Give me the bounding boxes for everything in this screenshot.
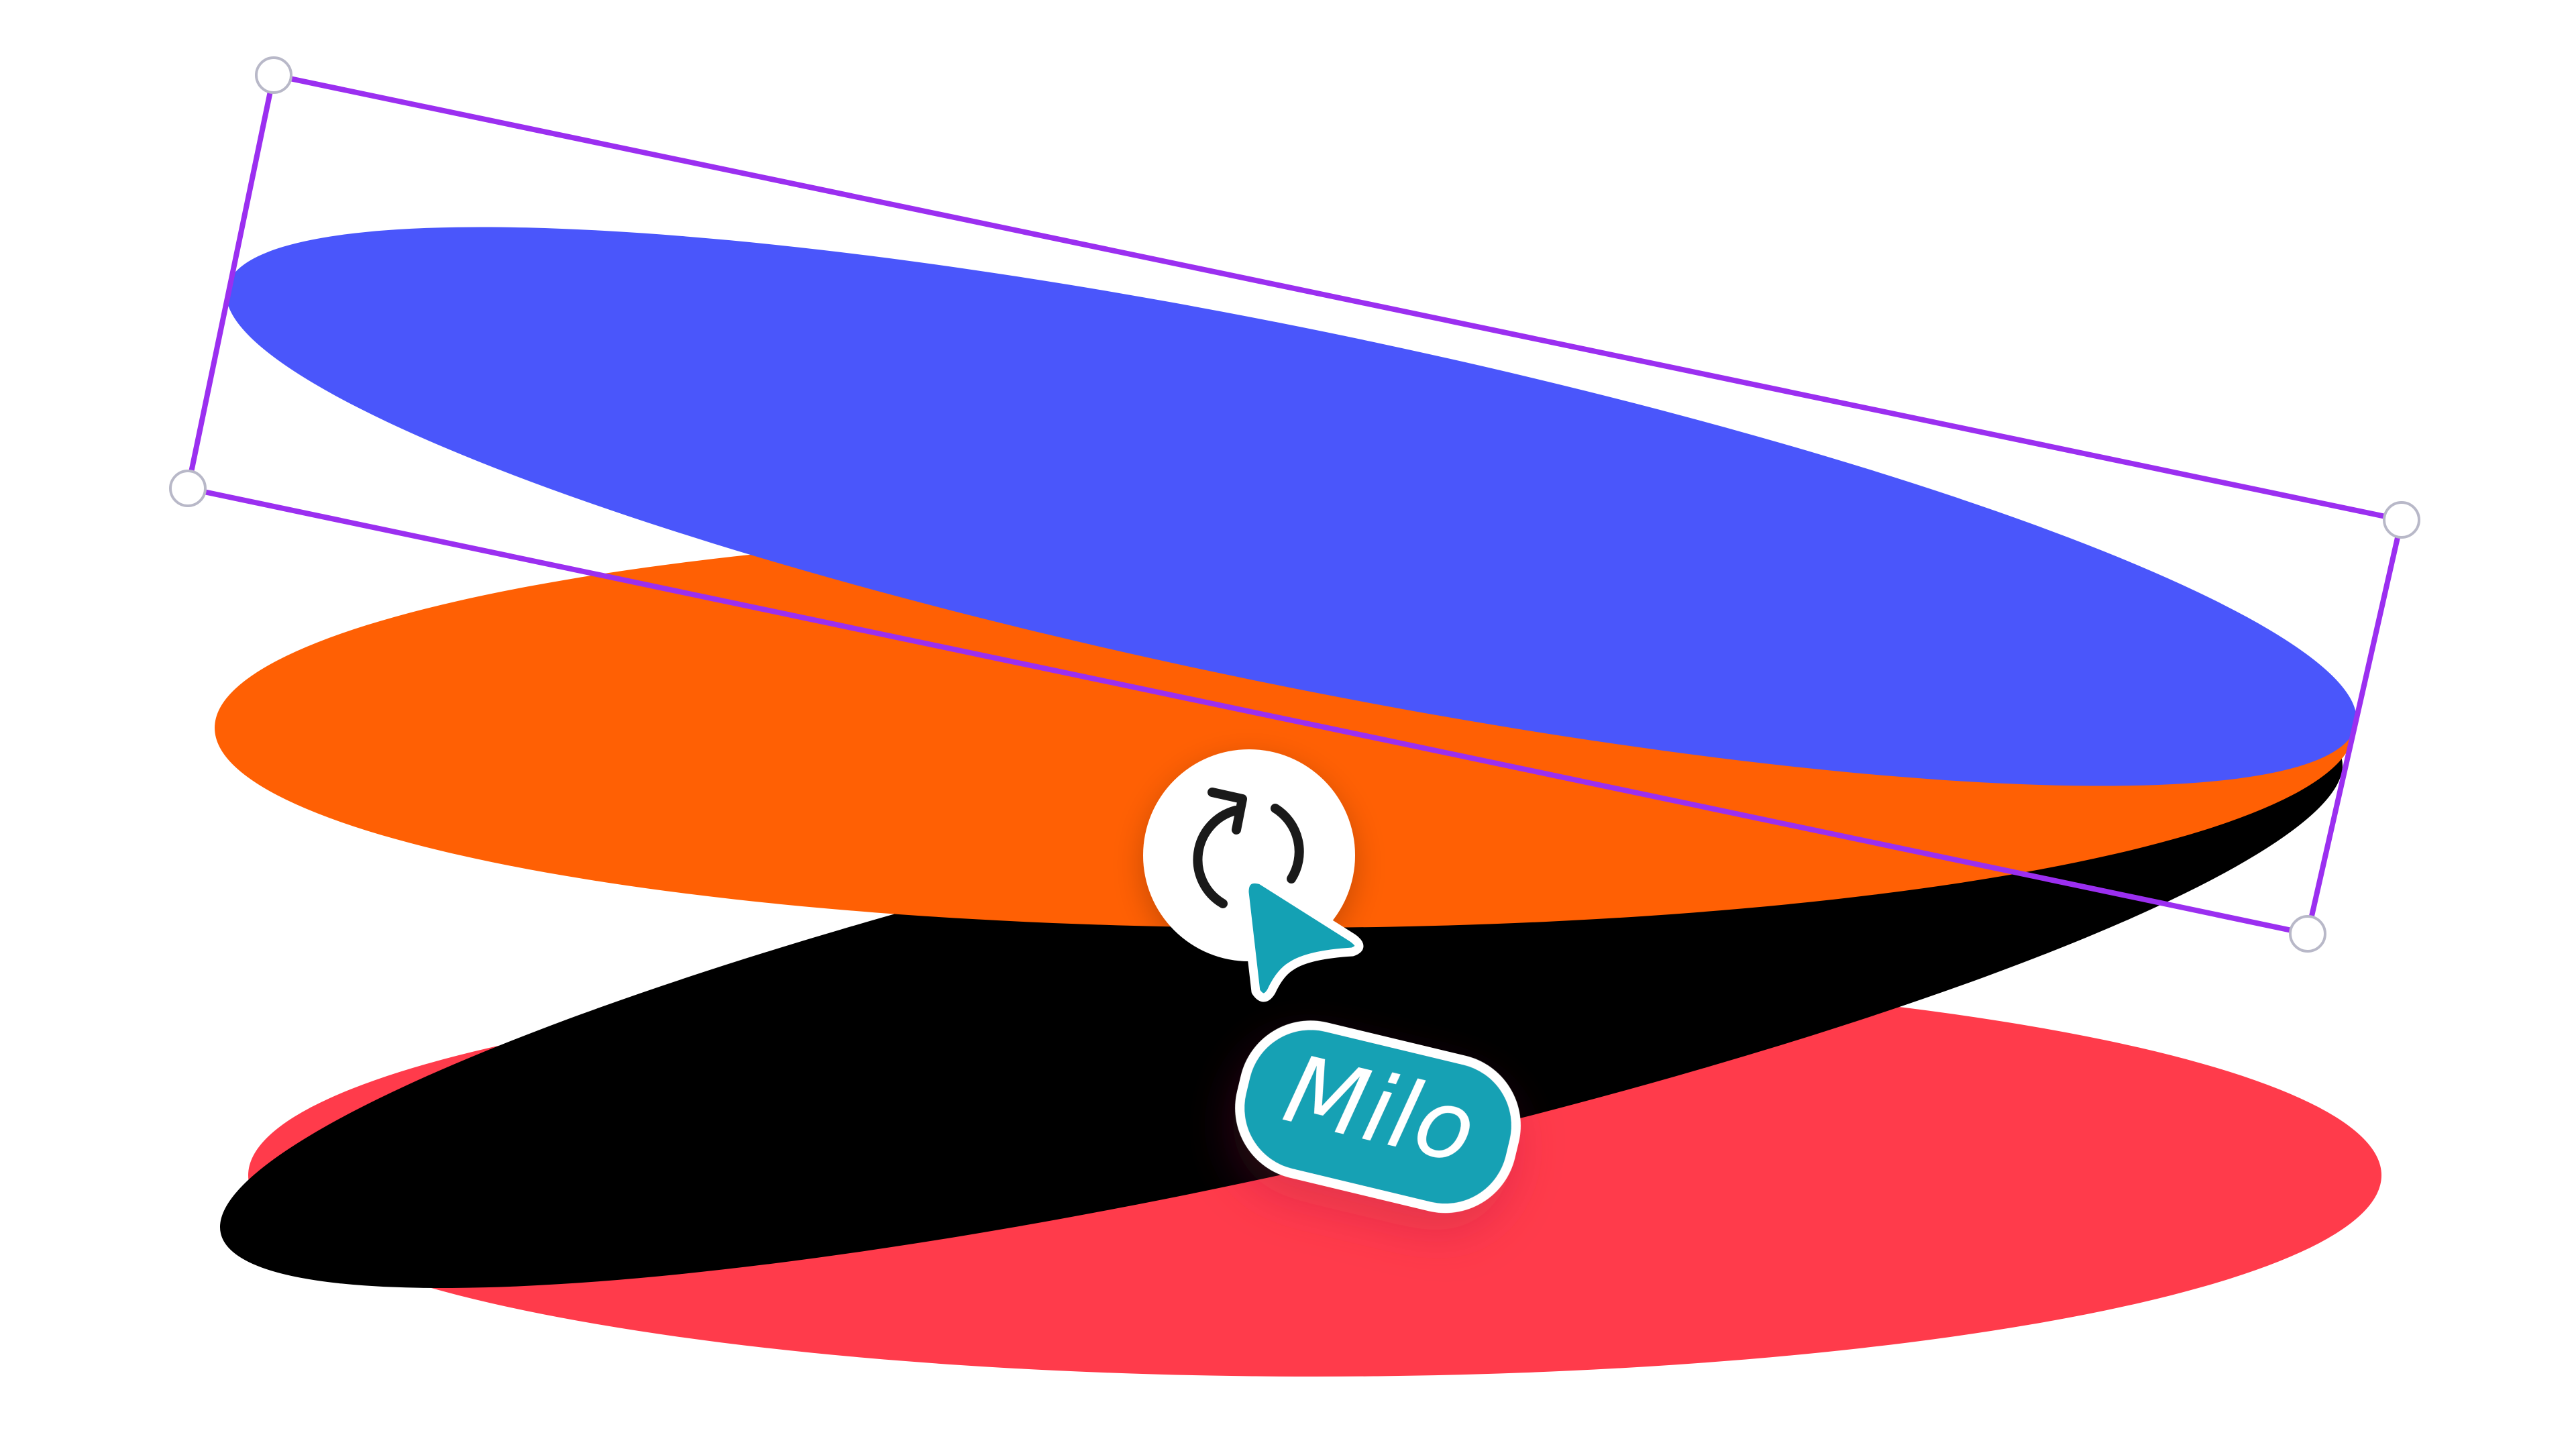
resize-handle-top-right[interactable] xyxy=(2383,501,2420,539)
collaborator-name-tag: Milo xyxy=(1235,1020,1521,1214)
selection-box[interactable] xyxy=(169,56,2420,953)
name-tag-background xyxy=(1235,1020,1521,1214)
resize-handle-top-left[interactable] xyxy=(255,56,292,94)
blue-ellipse[interactable] xyxy=(191,114,2392,900)
rotate-icon xyxy=(1193,788,1304,908)
pointer-cursor-icon xyxy=(1240,875,1364,1002)
resize-handle-bottom-left[interactable] xyxy=(169,470,207,507)
collaborator-cursor xyxy=(1240,875,1364,1002)
resize-handle-bottom-right[interactable] xyxy=(2289,915,2326,953)
